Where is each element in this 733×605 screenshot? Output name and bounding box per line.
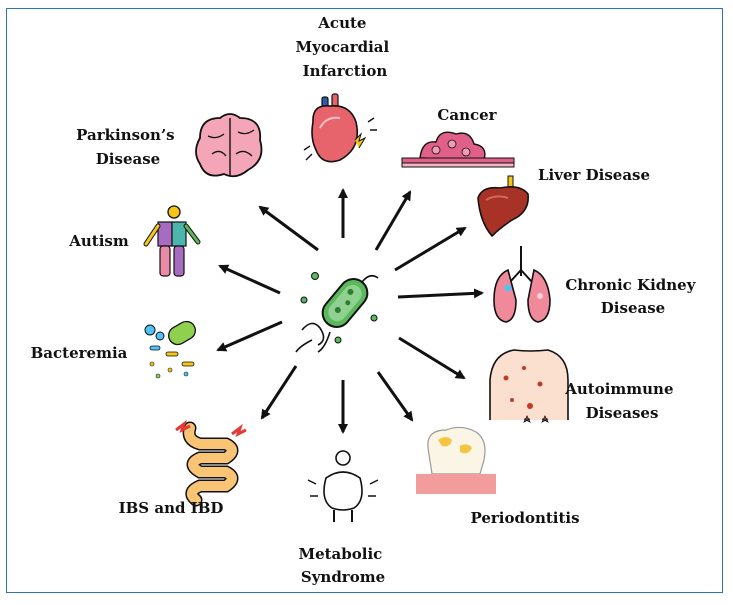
intestine-icon: [175, 419, 247, 507]
puzzle-person-icon: [143, 205, 201, 277]
label-periodontitis: Periodontitis: [470, 509, 579, 527]
labels: Acute Myocardial Infarction Cancer Parki…: [31, 14, 700, 586]
bacteria-cluster-icon: [144, 320, 196, 379]
liver-icon: [477, 175, 529, 238]
skin-rash-torso-icon: [489, 349, 569, 423]
label-autoimmune: Autoimmune Diseases: [564, 380, 679, 422]
brain-icon: [195, 113, 263, 178]
tumor-icon: [401, 131, 515, 168]
obese-person-icon: [307, 450, 379, 522]
arrow-liver: [394, 226, 467, 272]
label-ami: Acute Myocardial Infarction: [296, 14, 395, 80]
bacterium-icon: [295, 272, 379, 353]
heart-icon: [303, 93, 377, 163]
tooth-icon: [416, 426, 496, 494]
label-cancer: Cancer: [437, 106, 497, 124]
label-autism: Autism: [68, 232, 129, 250]
label-parkinsons: Parkinson’s Disease: [76, 126, 180, 168]
label-metabolic: Metabolic Syndrome: [298, 545, 387, 586]
lungs-kidney-icon: [493, 246, 551, 323]
arrows: [216, 188, 484, 434]
arrow-cancer: [374, 190, 412, 251]
arrow-autism: [218, 264, 281, 295]
label-ibs: IBS and IBD: [119, 499, 224, 517]
arrow-parkinsons: [258, 205, 319, 252]
arrow-bacteremia: [216, 320, 283, 352]
arrow-ibs: [260, 365, 298, 420]
label-ckd: Chronic Kidney Disease: [565, 276, 700, 317]
label-bacteremia: Bacteremia: [31, 344, 128, 362]
arrow-ckd: [397, 288, 484, 299]
label-liver: Liver Disease: [538, 166, 650, 184]
arrow-autoimmune: [398, 336, 466, 380]
arrow-periodontitis: [376, 371, 414, 422]
